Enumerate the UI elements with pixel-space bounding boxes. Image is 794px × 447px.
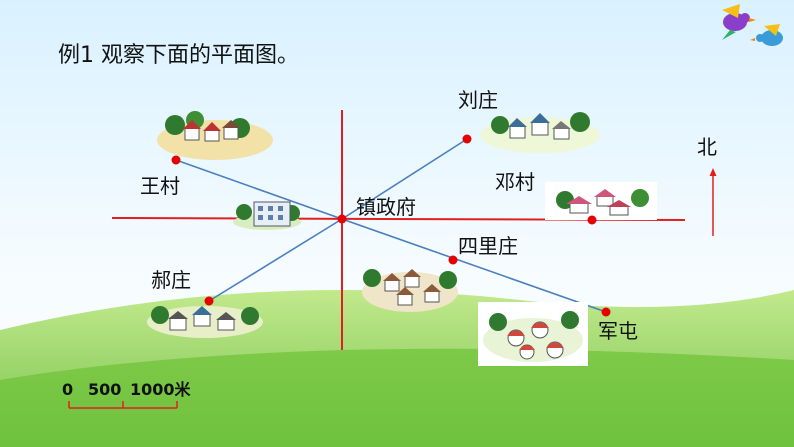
government-dot <box>337 214 347 224</box>
wangcun-village-picture <box>157 111 273 160</box>
wangcun-label: 王村 <box>140 174 180 198</box>
silizhuang-label: 四里庄 <box>458 234 518 258</box>
dengcun-label: 邓村 <box>495 170 535 194</box>
haozhuang-label: 郝庄 <box>151 268 191 292</box>
dengcun-dot <box>587 215 597 225</box>
juntun-dot <box>601 307 611 317</box>
haozhuang-village-picture <box>147 306 263 338</box>
liuzhuang-label: 刘庄 <box>458 88 498 112</box>
government-building-picture <box>233 201 301 230</box>
silizhuang-village-picture <box>362 269 458 312</box>
bird-icon <box>750 24 783 46</box>
scale-label-500: 500 <box>88 380 122 399</box>
scale-label-1000: 1000米 <box>130 380 191 399</box>
scale-label-0: 0 <box>62 380 74 399</box>
wangcun-dot <box>171 155 181 165</box>
line-to-juntun <box>341 218 607 313</box>
line-to-wangcun <box>175 159 343 220</box>
liuzhuang-dot <box>462 134 472 144</box>
juntun-label: 军屯 <box>598 319 638 343</box>
page-title: 例1 观察下面的平面图。 <box>58 43 299 68</box>
liuzhuang-village-picture <box>480 112 600 153</box>
juntun-village-picture <box>478 302 588 366</box>
bird-icon <box>722 4 756 40</box>
line-to-haozhuang <box>208 218 343 302</box>
dengcun-village-picture <box>545 182 657 220</box>
scale-bar <box>68 401 178 409</box>
silizhuang-dot <box>448 255 458 265</box>
haozhuang-dot <box>204 296 214 306</box>
line-to-liuzhuang <box>341 138 468 220</box>
north-arrow-icon <box>709 168 717 236</box>
north-label: 北 <box>697 135 717 159</box>
zhengfu-label: 镇政府 <box>356 195 416 219</box>
